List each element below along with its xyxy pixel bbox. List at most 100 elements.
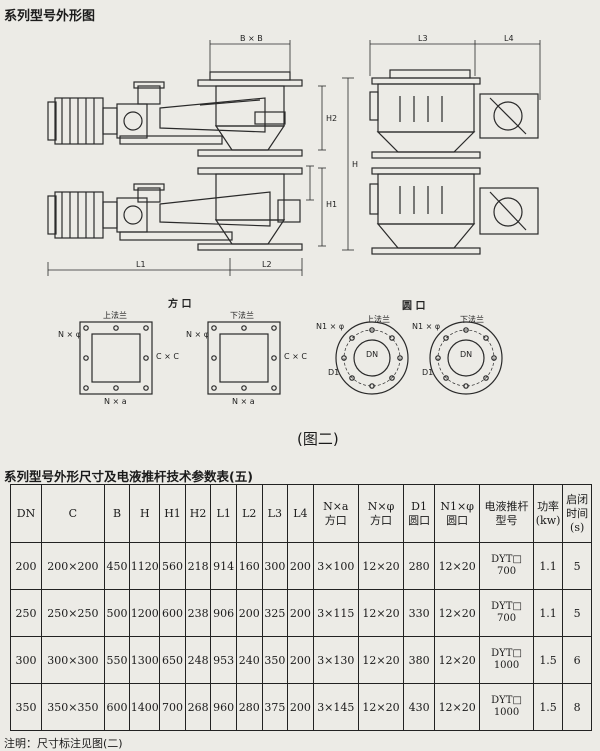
- table-cell: 1200: [129, 589, 161, 637]
- table-cell: 350: [10, 683, 42, 731]
- label-h2: H2: [326, 114, 338, 123]
- label-l1: L1: [136, 260, 146, 269]
- table-cell: 3×145: [312, 683, 359, 731]
- label-bxb: B × B: [240, 34, 263, 43]
- label-dn-a: DN: [366, 350, 379, 359]
- column-header: 启闭时间(s): [562, 484, 592, 543]
- table-cell: 280: [403, 542, 436, 590]
- table-cell: 300: [261, 542, 289, 590]
- side-view-bottom: [47, 167, 303, 251]
- label-cxc-b: C × C: [284, 352, 307, 361]
- table-cell: 350×350: [40, 683, 105, 731]
- column-header: C: [40, 484, 105, 543]
- label-dn-b: DN: [460, 350, 473, 359]
- table-cell: 200: [235, 589, 263, 637]
- table-cell: 12×20: [357, 636, 405, 684]
- table-cell: 250×250: [40, 589, 105, 637]
- column-header: L3: [261, 484, 289, 543]
- label-d1-a: D1: [328, 368, 340, 377]
- label-l2: L2: [262, 260, 272, 269]
- table-cell: 3×115: [312, 589, 359, 637]
- column-header: DN: [10, 484, 42, 543]
- table-cell: 6: [562, 636, 592, 684]
- table-cell: 200: [287, 683, 314, 731]
- table-cell: 12×20: [434, 542, 481, 590]
- table-cell: 200: [287, 636, 314, 684]
- column-header: L1: [210, 484, 237, 543]
- footnote: 注明：尺寸标注见图(二): [4, 737, 123, 750]
- table-cell: 700: [159, 683, 186, 731]
- label-nxphi-a: N × φ: [58, 330, 82, 339]
- label-n1xphi-b: N1 × φ: [412, 322, 441, 331]
- column-header: H1: [159, 484, 186, 543]
- figure-caption: (图二): [297, 430, 339, 448]
- label-lower-flange-round: 下法兰: [460, 315, 484, 324]
- column-header: L2: [235, 484, 263, 543]
- table-cell: 375: [261, 683, 289, 731]
- table-cell: 550: [103, 636, 131, 684]
- label-h1: H1: [326, 200, 338, 209]
- table-cell: 650: [159, 636, 186, 684]
- section-title: 系列型号外形图: [4, 9, 96, 24]
- column-header: B: [103, 484, 131, 543]
- table-cell: 960: [210, 683, 237, 731]
- table-cell: 8: [562, 683, 592, 731]
- column-header: H2: [184, 484, 212, 543]
- label-upper-flange-square: 上法兰: [103, 311, 127, 320]
- label-nxa-b: N × a: [232, 397, 255, 406]
- table-cell: 300×300: [40, 636, 105, 684]
- column-header: 功率(kw): [532, 484, 564, 543]
- square-flanges: [79, 321, 281, 395]
- label-l4: L4: [504, 34, 514, 43]
- label-d1-b: D1: [422, 368, 434, 377]
- column-header: 电液推杆型号: [479, 484, 534, 543]
- column-header: H: [129, 484, 161, 543]
- label-l3: L3: [418, 34, 428, 43]
- table-cell: 380: [403, 636, 436, 684]
- table-cell: 248: [184, 636, 212, 684]
- table-cell: DYT□1000: [479, 683, 534, 731]
- table-cell: 5: [562, 589, 592, 637]
- table-cell: 160: [235, 542, 263, 590]
- table-cell: 200: [10, 542, 42, 590]
- table-cell: 330: [403, 589, 436, 637]
- dimension-lines: [47, 40, 541, 276]
- table-cell: 280: [235, 683, 263, 731]
- table-cell: 240: [235, 636, 263, 684]
- table-cell: 914: [210, 542, 237, 590]
- table-cell: 12×20: [434, 636, 481, 684]
- label-n1xphi-a: N1 × φ: [316, 322, 345, 331]
- table-cell: 450: [103, 542, 131, 590]
- table-cell: 5: [562, 542, 592, 590]
- label-square-port: 方 口: [168, 299, 192, 310]
- label-round-port: 圆 口: [402, 301, 426, 312]
- table-cell: 300: [10, 636, 42, 684]
- table-cell: 12×20: [357, 589, 405, 637]
- label-nxphi-b: N × φ: [186, 330, 210, 339]
- table-cell: 268: [184, 683, 212, 731]
- label-upper-flange-round: 上法兰: [366, 315, 390, 324]
- table-cell: 1.5: [532, 683, 564, 731]
- table-cell: 250: [10, 589, 42, 637]
- table-cell: 12×20: [357, 542, 405, 590]
- table-cell: 200×200: [40, 542, 105, 590]
- column-header: L4: [287, 484, 314, 543]
- table-cell: 218: [184, 542, 212, 590]
- table-cell: 3×130: [312, 636, 359, 684]
- table-cell: 600: [103, 683, 131, 731]
- label-cxc-a: C × C: [156, 352, 179, 361]
- table-cell: 325: [261, 589, 289, 637]
- label-nxa-a: N × a: [104, 397, 127, 406]
- table-title: 系列型号外形尺寸及电液推杆技术参数表(五): [4, 469, 253, 484]
- table-cell: 953: [210, 636, 237, 684]
